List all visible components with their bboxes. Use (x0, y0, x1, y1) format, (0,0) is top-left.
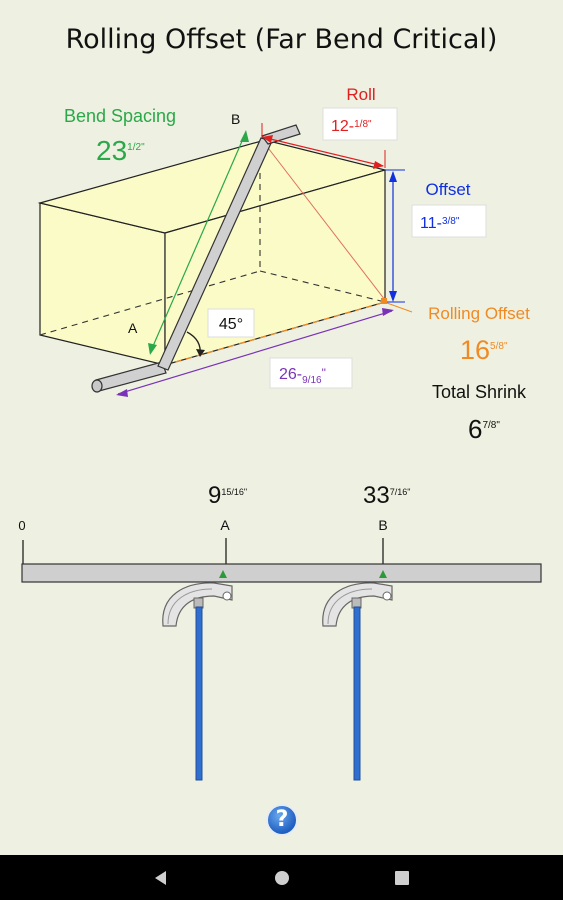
roll-dimension (261, 136, 384, 167)
true-offset-line (261, 139, 386, 301)
rolling-offset-label: Rolling Offset (428, 304, 530, 323)
total-shrink-label: Total Shrink (432, 382, 527, 402)
offset-label: Offset (425, 180, 470, 199)
diagonal-dimension (117, 310, 393, 395)
diagonal-value: 26-9/16" (279, 366, 326, 386)
mark-a-label: A (220, 517, 230, 533)
bend-spacing-value: 231/2" (96, 135, 145, 166)
roll-label: Roll (346, 85, 375, 104)
offset-value: 11-3/8" (420, 215, 460, 232)
rolling-offset-diagram: Bend Spacing 231/2" Roll 12-1/8" Offset … (18, 85, 542, 781)
rolling-offset-leader (386, 302, 413, 313)
bend-spacing-dimension (149, 131, 247, 354)
home-icon[interactable] (271, 867, 293, 889)
bend-spacing-label: Bend Spacing (64, 106, 176, 126)
angle-arrow (196, 349, 205, 357)
pipe-bender-a (162, 570, 233, 781)
back-icon[interactable] (150, 867, 172, 889)
zero-mark-label: 0 (18, 518, 25, 533)
android-nav-bar (0, 855, 563, 900)
angle-value: 45° (219, 316, 243, 333)
total-shrink-value: 67/8" (468, 414, 500, 444)
roll-label-box (322, 107, 398, 141)
help-button[interactable]: ? (266, 804, 298, 836)
point-b-label: B (231, 111, 240, 127)
roll-value: 12-1/8" (331, 118, 372, 135)
diagonal-label-box (269, 357, 353, 389)
page-title: Rolling Offset (Far Bend Critical) (65, 24, 498, 55)
point-a-label: A (128, 320, 138, 336)
mark-a-measurement: 915/16" (208, 482, 247, 509)
pipe-bender-b (322, 570, 393, 781)
recents-icon[interactable] (391, 867, 413, 889)
rolling-offset-corner (381, 298, 387, 304)
mark-b-measurement: 337/16" (363, 482, 410, 509)
conduit-bar (21, 563, 542, 583)
rolling-offset-value: 165/8" (460, 335, 508, 365)
offset-label-box (411, 204, 487, 238)
mark-b-label: B (378, 517, 387, 533)
angle-label-box (207, 308, 255, 338)
hidden-edge (39, 270, 261, 336)
